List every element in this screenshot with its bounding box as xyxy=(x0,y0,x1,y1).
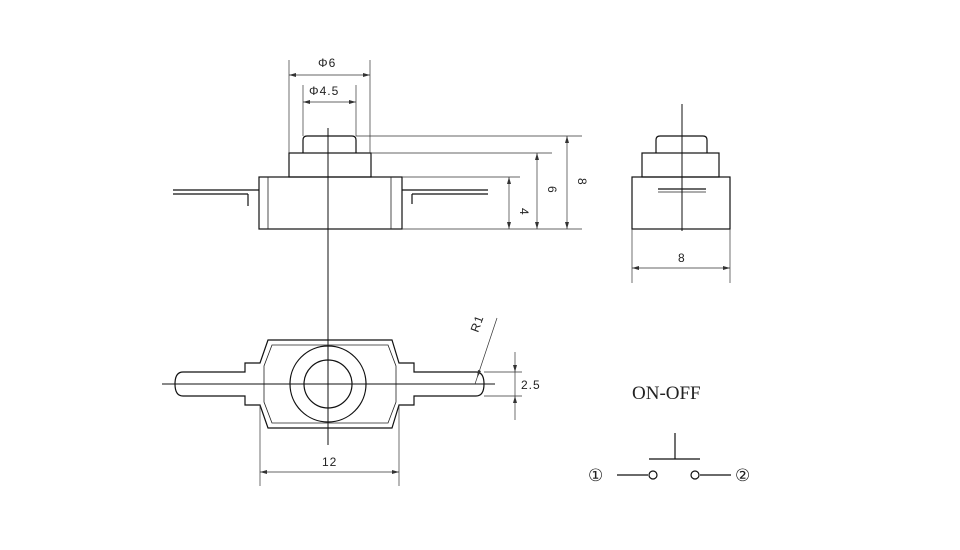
r1-dimension: R1 xyxy=(468,313,498,385)
terminal-1-label: ① xyxy=(588,466,603,485)
on-off-schematic: ON-OFF ① ② xyxy=(588,383,750,485)
side-view xyxy=(173,128,488,445)
w8-label: 8 xyxy=(678,251,686,265)
schematic-title: ON-OFF xyxy=(632,383,701,404)
h4-label: 4 xyxy=(517,208,531,216)
p25-dimension: 2.5 xyxy=(484,352,541,420)
front-view: 8 xyxy=(631,104,731,283)
h8-label: 8 xyxy=(575,178,589,186)
w12-dimension: 12 xyxy=(259,405,400,486)
terminal-2-label: ② xyxy=(735,466,750,485)
h6-label: 6 xyxy=(545,186,559,194)
phi45-label: Φ4.5 xyxy=(309,84,339,98)
r1-label: R1 xyxy=(468,313,487,334)
top-view xyxy=(162,339,495,429)
phi6-dimension: Φ6 xyxy=(288,56,371,153)
p25-label: 2.5 xyxy=(521,378,541,392)
phi6-label: Φ6 xyxy=(318,56,336,70)
phi45-dimension: Φ4.5 xyxy=(302,84,357,136)
height-dimensions: 4 6 8 xyxy=(356,135,589,230)
w12-label: 12 xyxy=(322,455,337,469)
